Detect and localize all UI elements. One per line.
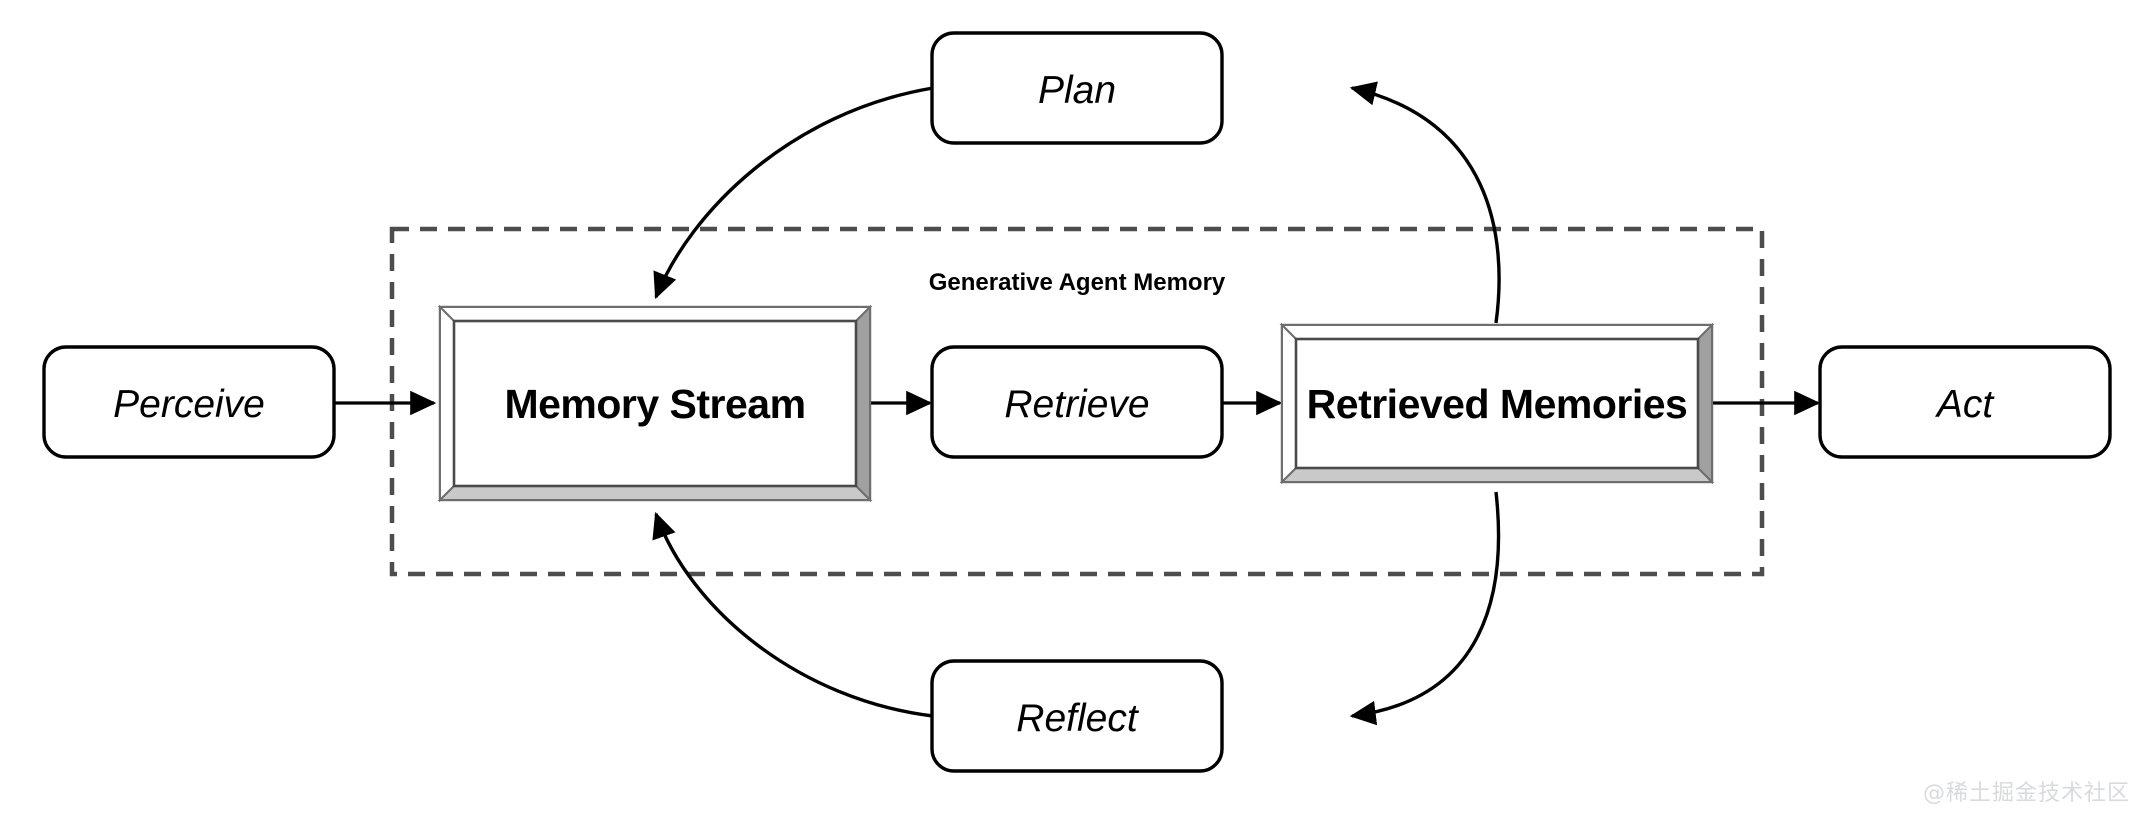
retrieve-box[interactable] bbox=[930, 345, 1224, 459]
memory-stream-label: Memory Stream bbox=[504, 381, 805, 427]
memory-stream-bevel-right bbox=[855, 304, 871, 503]
act-box[interactable] bbox=[1818, 345, 2112, 459]
node-memory-stream[interactable]: Memory Stream bbox=[437, 304, 873, 503]
act-label: Act bbox=[1935, 383, 1996, 426]
retrieve-label: Retrieve bbox=[1004, 383, 1149, 426]
watermark: @稀土掘金技术社区 bbox=[1923, 781, 2130, 806]
node-retrieve[interactable]: Retrieve bbox=[930, 345, 1224, 459]
reflect-label: Reflect bbox=[1016, 697, 1140, 740]
node-reflect[interactable]: Reflect bbox=[930, 659, 1224, 773]
perceive-label: Perceive bbox=[113, 383, 265, 426]
retrieved-memories-label: Retrieved Memories bbox=[1307, 381, 1688, 427]
perceive-box[interactable] bbox=[42, 345, 336, 459]
edge-reflect-to-memory-stream bbox=[652, 511, 934, 718]
memory-stream-panel bbox=[452, 319, 858, 488]
plan-label: Plan bbox=[1038, 69, 1116, 112]
reflect-box[interactable] bbox=[930, 659, 1224, 773]
edge-plan-to-memory-stream bbox=[653, 86, 934, 300]
retrieved-memories-bevel-right bbox=[1697, 322, 1713, 485]
node-plan[interactable]: Plan bbox=[930, 31, 1224, 145]
node-perceive[interactable]: Perceive bbox=[42, 345, 336, 459]
edge-retrieved-memories-to-reflect bbox=[1349, 491, 1501, 726]
node-act[interactable]: Act bbox=[1818, 345, 2112, 459]
retrieved-memories-bevel-bottom bbox=[1279, 467, 1715, 483]
boundary-title: Generative Agent Memory bbox=[929, 269, 1226, 296]
memory-stream-bevel-bottom bbox=[437, 485, 873, 501]
plan-box[interactable] bbox=[930, 31, 1224, 145]
node-retrieved-memories[interactable]: Retrieved Memories bbox=[1279, 322, 1715, 485]
edge-retrieved-memories-to-plan bbox=[1349, 81, 1501, 324]
retrieved-memories-bevel-left bbox=[1281, 322, 1297, 485]
retrieved-memories-bevel-top bbox=[1279, 324, 1715, 340]
memory-stream-bevel-top bbox=[437, 306, 873, 322]
memory-stream-bevel-left bbox=[439, 304, 455, 503]
retrieved-memories-panel bbox=[1294, 337, 1700, 470]
